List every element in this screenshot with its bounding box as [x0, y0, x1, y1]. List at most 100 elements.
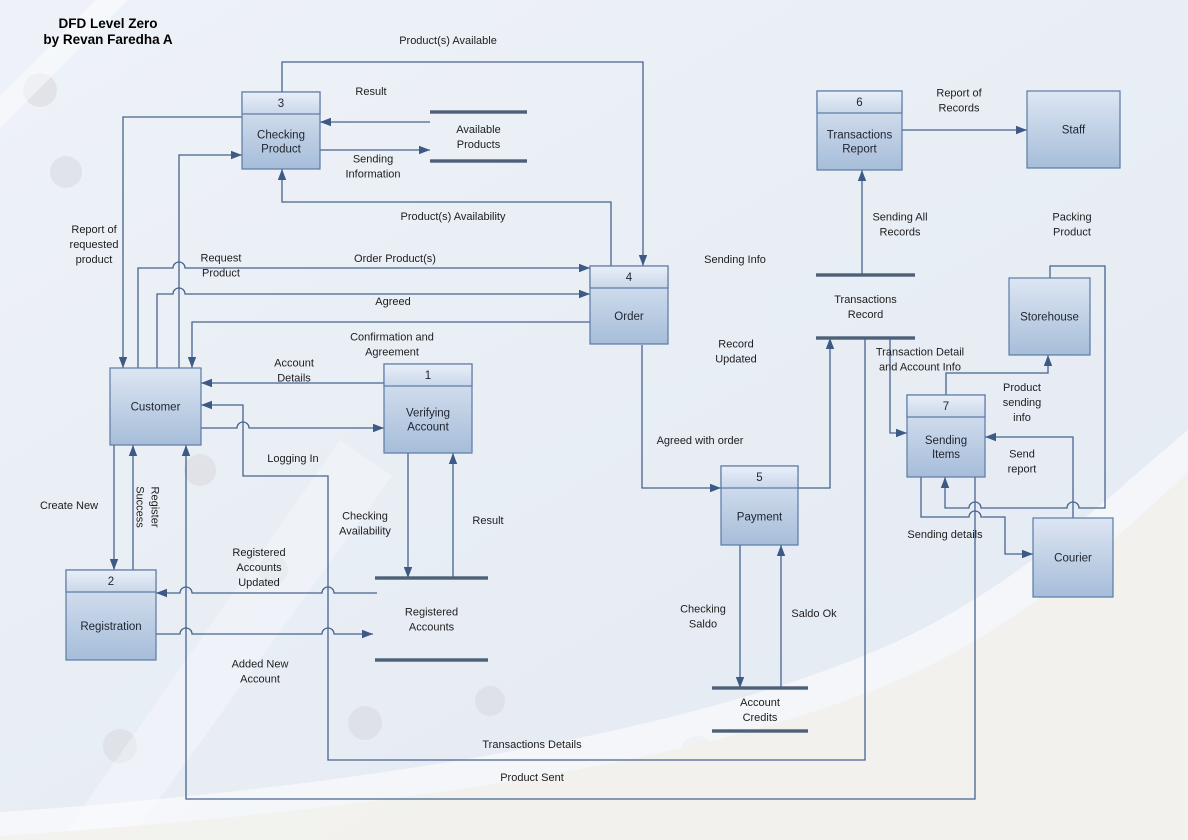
entity-box [109, 367, 202, 446]
arrowhead-register-success-flow [128, 445, 138, 456]
decor-circle [23, 73, 57, 107]
arrowhead-product-sent-flow [181, 445, 191, 456]
datastore-bottom-line [375, 658, 488, 662]
diagram-title-line1: DFD Level Zero [58, 16, 158, 31]
flow-label-sending-info: Sending Info [704, 254, 766, 266]
flow-label-create-new: Create New [40, 500, 98, 512]
datastore-bottom-line [712, 729, 808, 733]
edge-logging-in-flow [201, 421, 384, 429]
arrowhead-added-new-account-flow [362, 629, 373, 639]
arrowhead-record-updated-flow [825, 338, 835, 349]
process-number-band [816, 90, 903, 114]
entity-storehouse: Storehouse [1008, 277, 1091, 356]
arrowhead-confirmation-flow [187, 357, 197, 368]
process-number-band [589, 265, 669, 289]
entity-courier: Courier [1032, 517, 1114, 598]
process-label: Registration [80, 621, 141, 633]
process-number-band [906, 394, 986, 418]
decor-circle [258, 555, 288, 585]
edge-product-sent-flow [185, 445, 976, 800]
entity-box [1008, 277, 1091, 356]
arrowhead-order-products-flow [579, 263, 590, 273]
entity-label: Courier [1054, 553, 1092, 565]
process-label: Order [614, 311, 644, 323]
flow-label-order-products: Order Product(s) [354, 253, 436, 265]
decor-swoosh [60, 440, 392, 840]
arrowhead-sending-all-records-flow [857, 170, 867, 181]
arrowhead-result-bottom-flow [448, 453, 458, 464]
process-number: 5 [756, 472, 762, 484]
arrowhead-saldo-ok-flow [776, 545, 786, 556]
decor-circle [348, 706, 382, 740]
edge-request-product-flow [178, 154, 242, 368]
flow-label-saldo-ok: Saldo Ok [791, 608, 837, 620]
datastore-bottom-line [430, 159, 527, 163]
entity-label: Staff [1062, 125, 1086, 137]
arrowhead-agreed-with-order-flow [710, 483, 721, 493]
datastore-top-line [816, 273, 915, 277]
arrowhead-products-available-flow [638, 255, 648, 266]
arrowhead-sending-information-flow [419, 145, 430, 155]
arrowhead-checking-saldo-flow [735, 677, 745, 688]
flow-edges [109, 61, 1106, 800]
datastore-bottom-line [816, 336, 915, 340]
arrowhead-result-top-flow [320, 117, 331, 127]
process-number-band [65, 569, 157, 593]
decor-circle [475, 686, 505, 716]
process-number: 2 [108, 576, 114, 588]
diagram-title: DFD Level Zero by Revan Faredha A [18, 16, 198, 48]
edge-packing-product-flow [944, 265, 1106, 509]
arrowhead-packing-product-flow [940, 477, 950, 488]
entity-customer: Customer [109, 367, 202, 446]
process-number: 1 [425, 370, 431, 382]
arrowhead-request-product-flow [231, 150, 242, 160]
decor-swoosh [0, 472, 1188, 840]
flow-label-products-available: Product(s) Available [399, 35, 497, 47]
datastore-top-line [375, 576, 488, 580]
edge-registered-accounts-updated-flow [156, 586, 377, 594]
flow-label-result-top: Result [355, 86, 386, 98]
edge-added-new-account-flow [156, 627, 373, 635]
decor-circle [103, 729, 137, 763]
arrowhead-product-sending-info-flow [1043, 355, 1053, 366]
edge-order-products-flow [137, 261, 590, 368]
arrowhead-sending-details-flow [1022, 549, 1033, 559]
edge-confirmation-flow [191, 321, 590, 368]
flow-label-product-sent: Product Sent [500, 772, 564, 784]
edge-record-updated-flow [798, 338, 831, 489]
arrowhead-transaction-detail-flow [896, 428, 907, 438]
edge-agreed-flow [156, 287, 590, 368]
process-number-band [720, 465, 799, 489]
entity-staff: Staff [1026, 90, 1121, 169]
flow-label-result-bottom: Result [472, 515, 503, 527]
flow-label-agreed: Agreed [375, 296, 410, 308]
flow-label-agreed-with-order: Agreed with order [657, 435, 744, 447]
decor-circle [50, 156, 82, 188]
edge-sending-details-flow [920, 477, 1033, 555]
